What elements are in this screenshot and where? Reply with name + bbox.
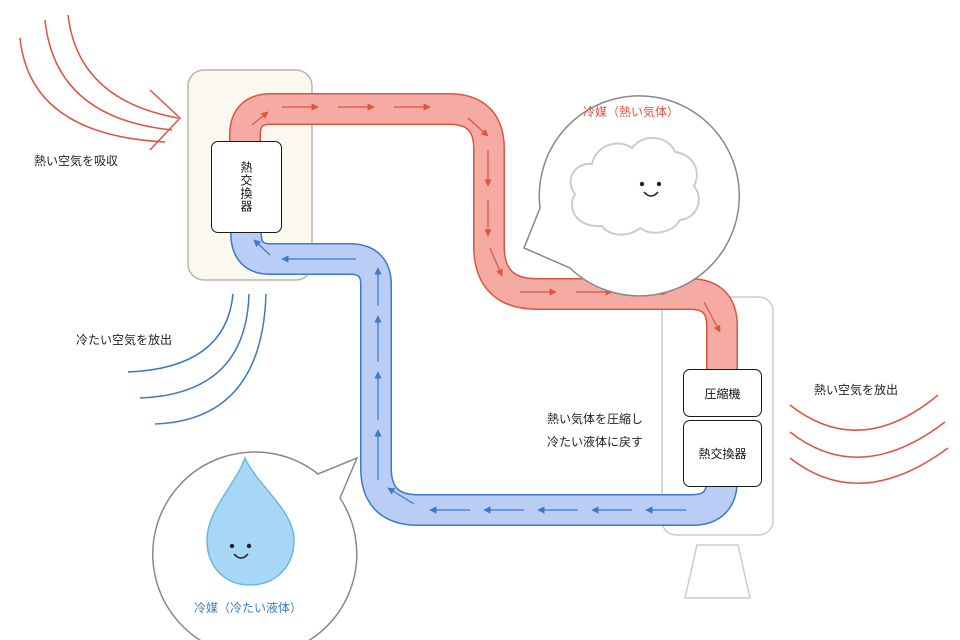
water-drop-icon <box>206 455 295 586</box>
compress-note-line1: 熱い気体を圧縮し <box>547 412 644 426</box>
refrigerant-hot-label: 冷媒（熱い気体） <box>583 105 680 119</box>
smiley-face-icon <box>229 543 252 559</box>
compress-note-line2: 冷たい液体に戻す <box>547 435 644 449</box>
release-cold-air-label: 冷たい空気を放出 <box>76 333 173 347</box>
compressor: 圧縮機 <box>683 369 762 417</box>
hot-refrigerant-pipe <box>229 93 738 372</box>
absorb-hot-air-label: 熱い空気を吸収 <box>34 154 119 168</box>
hot-air-intake-lines <box>19 14 182 151</box>
cold-air-outflow-lines <box>127 293 267 425</box>
indoor-heat-exchanger: 熱交換器 <box>211 141 282 233</box>
release-hot-air-label: 熱い空気を放出 <box>814 383 899 397</box>
hot-air-outflow-lines <box>789 394 949 484</box>
compressor-label: 圧縮機 <box>704 386 741 401</box>
smiley-face-icon <box>639 181 662 197</box>
cold-refrigerant-pipe <box>230 232 738 526</box>
refrigerant-cold-label: 冷媒（冷たい液体） <box>194 601 303 615</box>
outdoor-heat-exchanger: 熱交換器 <box>683 420 762 487</box>
cloud-icon <box>569 137 700 236</box>
hot-flow-arrows <box>251 103 721 333</box>
cold-flow-arrows <box>253 239 686 514</box>
indoor-heat-exchanger-label: 熱交換器 <box>239 161 253 213</box>
outdoor-unit-stand <box>684 544 751 599</box>
outdoor-heat-exchanger-label: 熱交換器 <box>698 447 747 461</box>
